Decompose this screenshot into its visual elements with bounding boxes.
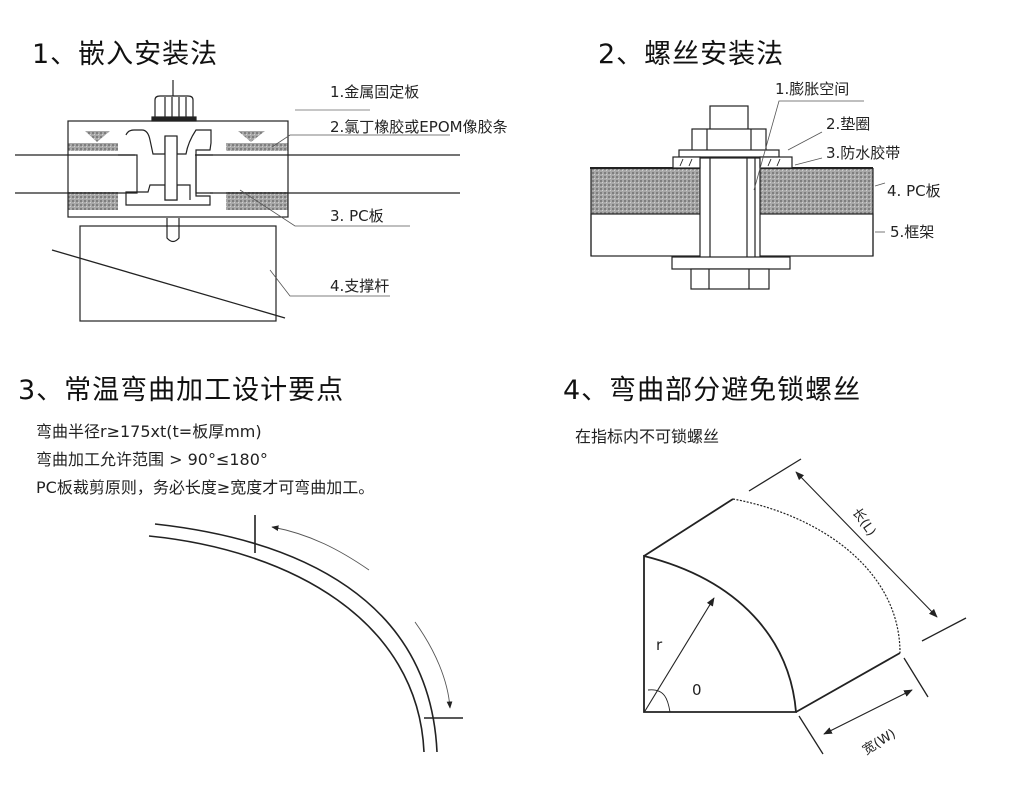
s2-label-expansion-space: 1.膨胀空间 (775, 80, 850, 98)
rubber-strip-bottom-left (68, 192, 118, 210)
bolt-head (154, 95, 194, 119)
s1-label-support-bar: 4.支撑杆 (330, 277, 390, 295)
width-arrow (823, 689, 913, 735)
bent-sector-diagram (643, 458, 967, 755)
screw-install-diagram (590, 100, 886, 290)
bolt-shank (699, 157, 761, 259)
angle-arc (647, 689, 671, 713)
bolt-top (709, 105, 749, 131)
arc-outer (154, 523, 438, 753)
s2-label-frame: 5.框架 (890, 223, 935, 241)
embedded-install-diagram (15, 80, 460, 322)
bending-arc-diagram (148, 515, 463, 753)
section-1-title: 1、嵌入安装法 (32, 39, 219, 70)
rubber-wedge-left (85, 131, 110, 142)
s4-label-width: 宽(W) (860, 726, 899, 759)
s1-label-rubber-strip: 2.氯丁橡胶或EPOM像胶条 (330, 118, 508, 136)
s1-label-metal-plate: 1.金属固定板 (330, 83, 420, 101)
nut-bottom (690, 268, 770, 290)
nut-top (691, 128, 767, 152)
s3-note-cutting-rule: PC板裁剪原则，务必长度≥宽度才可弯曲加工。 (36, 478, 375, 497)
rubber-strip-top-left (68, 143, 118, 151)
sector-side (795, 652, 901, 713)
section-2-title: 2、螺丝安装法 (598, 39, 785, 70)
sector-front (643, 554, 797, 713)
s1-label-pc-sheet: 3. PC板 (330, 207, 384, 225)
support-bar (79, 225, 277, 322)
rubber-wedge-right (238, 131, 265, 142)
pc-sheet-right (760, 168, 873, 214)
arrow-bottom (414, 621, 453, 709)
s2-label-pc-sheet: 4. PC板 (887, 182, 941, 200)
s2-label-washer: 2.垫圈 (826, 115, 871, 133)
washer-plate (151, 116, 197, 122)
washer-bottom (671, 256, 791, 270)
bolt-tail (166, 218, 180, 243)
s3-note-bend-range: 弯曲加工允许范围 > 90°≤180° (36, 450, 268, 469)
section-3-title: 3、常温弯曲加工设计要点 (18, 375, 345, 406)
arc-inner (148, 535, 425, 753)
s2-label-waterproof-tape: 3.防水胶带 (826, 144, 901, 162)
s3-note-bend-radius: 弯曲半径r≥175xt(t=板厚mm) (36, 422, 262, 441)
s4-note-no-screws: 在指标内不可锁螺丝 (575, 427, 720, 446)
washer (678, 149, 780, 158)
rubber-strip-top-right (226, 143, 288, 151)
pc-sheet-left (591, 168, 700, 214)
length-arrow (795, 471, 938, 618)
sector-top (643, 498, 734, 557)
tape-left (672, 156, 701, 169)
radius-line (644, 597, 715, 712)
s4-label-length: 长(L) (849, 506, 879, 539)
arrow-top (271, 525, 370, 571)
center-bolt (164, 135, 178, 201)
sector-outer-arc (732, 498, 901, 654)
h-clip (125, 129, 212, 206)
tape-right (759, 156, 793, 169)
s4-label-radius: r (656, 636, 663, 654)
section-4-title: 4、弯曲部分避免锁螺丝 (563, 375, 862, 406)
s4-label-angle: 0 (692, 681, 702, 699)
